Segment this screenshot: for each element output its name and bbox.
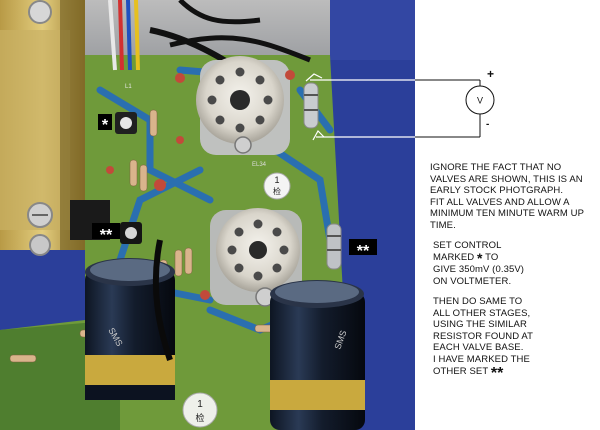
valve-base-upper: EL34 — [196, 56, 290, 168]
marker-double-star-2: ** — [357, 243, 370, 260]
inspection-sticker: 1 检 — [263, 172, 291, 200]
voltmeter-letter: V — [477, 96, 483, 106]
silkscreen-l1: L1 — [125, 84, 132, 90]
meter-plus: + — [487, 67, 494, 81]
svg-text:检: 检 — [195, 412, 204, 423]
valve-base-lower — [210, 208, 302, 307]
marker-double-bg-2 — [349, 239, 377, 255]
marker-double-bg-1 — [92, 223, 120, 239]
voltmeter-symbol — [465, 85, 495, 115]
marker-single-bg — [98, 114, 112, 130]
amplifier-photo: EL34 1 检 1 检 — [0, 0, 415, 430]
marker-single-star: * — [102, 117, 109, 134]
black-lead — [152, 239, 173, 361]
meter-minus: - — [486, 119, 489, 130]
capacitor-right: SMS — [270, 280, 365, 430]
note-other-stages: THEN DO SAME TO ALL OTHER STAGES, USING … — [433, 296, 534, 382]
note-single-star: * — [476, 249, 483, 266]
trimmer-pot-2 — [120, 222, 142, 244]
marker-double-star-1: ** — [100, 227, 113, 244]
inspection-sticker-2: 1 检 — [182, 392, 218, 428]
silkscreen-el34: EL34 — [252, 162, 267, 168]
voltmeter-diagram: V + - — [415, 67, 495, 138]
trimmer-pot-1 — [115, 112, 137, 134]
svg-text:1: 1 — [274, 175, 279, 185]
note-valves: IGNORE THE FACT THAT NO VALVES ARE SHOWN… — [430, 162, 585, 231]
note-set-control: SET CONTROL MARKED * TO GIVE 350mV (0.35… — [433, 240, 525, 287]
meter-leads — [305, 73, 415, 141]
svg-text:检: 检 — [273, 186, 281, 196]
note-double-stars: ** — [490, 364, 504, 382]
resistor-second — [326, 223, 342, 270]
capacitor-left: SMS — [85, 258, 175, 400]
resistor-test — [303, 82, 319, 129]
svg-text:1: 1 — [197, 399, 203, 410]
